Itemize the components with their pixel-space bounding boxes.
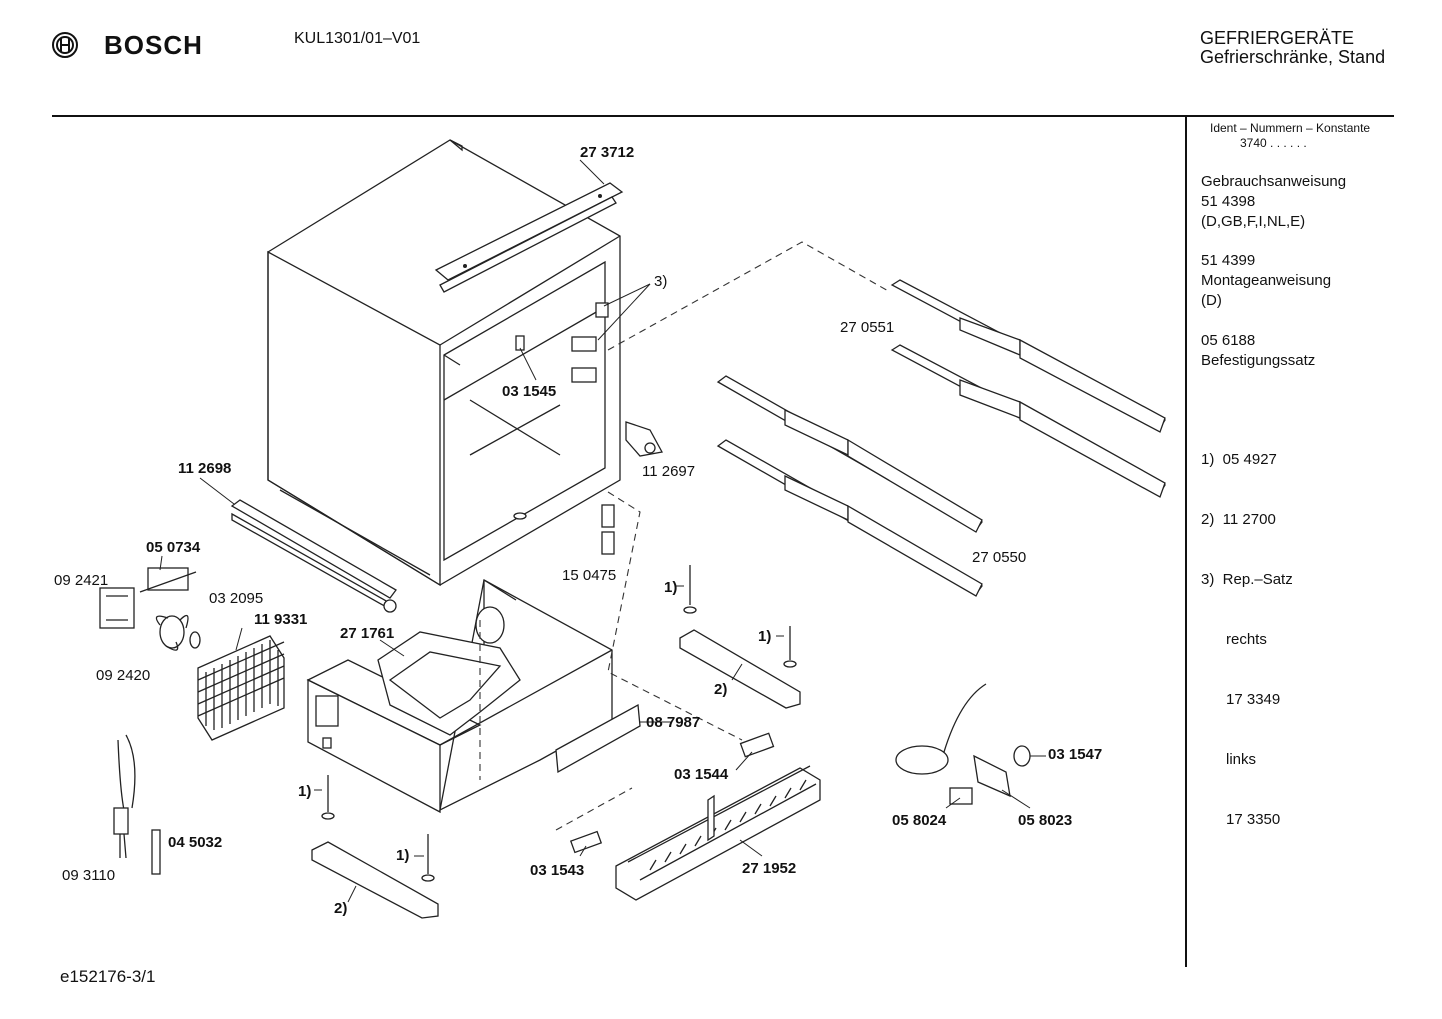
part-label: 08 7987 <box>646 714 700 731</box>
sidebar-block-assembly: 51 4399 Montageanweisung (D) <box>1201 251 1331 311</box>
category-title: GEFRIERGERÄTE Gefrierschränke, Stand <box>1200 29 1385 67</box>
part-label: 1) <box>396 847 409 864</box>
part-label: 27 3712 <box>580 144 634 161</box>
part-label: 09 2421 <box>54 572 108 589</box>
model-number: KUL1301/01–V01 <box>294 30 421 47</box>
header-divider <box>52 115 1394 117</box>
retaining-clips <box>569 732 775 854</box>
drawer-frame <box>306 579 613 814</box>
part-label: 05 0734 <box>146 539 201 556</box>
ident-label: Ident – Nummern – Konstante <box>1210 121 1371 135</box>
sidebar-line: 17 3350 <box>1201 811 1281 828</box>
document-id: e152176-3/1 <box>60 967 156 986</box>
label-leader-lines <box>159 159 1046 903</box>
cabinet-body <box>267 139 621 587</box>
temperature-sensor <box>113 734 161 875</box>
bottom-rail-left <box>230 499 397 613</box>
sidebar-block-fixing: 05 6188 Befestigungssatz <box>1201 331 1315 371</box>
lamp-holder <box>601 504 615 555</box>
part-labels: 27 3712 3) 27 0551 03 1545 11 2698 11 26… <box>54 144 1102 917</box>
sidebar-line: 2) 11 2700 <box>1201 511 1276 528</box>
fan-assembly <box>155 614 201 651</box>
slide-rails-upper <box>890 279 1166 498</box>
ventilation-grille <box>615 765 821 901</box>
assembly-connection-lines <box>479 241 891 831</box>
sidebar-line: 17 3349 <box>1201 691 1281 708</box>
adjustable-feet <box>321 565 797 882</box>
category-line-1: GEFRIERGERÄTE <box>1200 28 1355 48</box>
sidebar-line: Montageanweisung <box>1201 272 1332 289</box>
part-label: 03 2095 <box>209 590 263 607</box>
part-label: 27 1761 <box>340 625 394 642</box>
sidebar-line: Gebrauchsanweisung <box>1201 173 1347 190</box>
part-label: 1) <box>298 783 311 800</box>
sidebar-line: (D,GB,F,I,NL,E) <box>1201 213 1306 230</box>
part-label: 27 1952 <box>742 860 796 877</box>
sidebar-line: Befestigungssatz <box>1201 352 1316 369</box>
sidebar-line: 51 4398 <box>1201 193 1256 210</box>
part-label: 09 3110 <box>62 867 115 884</box>
top-mounting-rail <box>434 182 624 293</box>
slide-rails-lower <box>716 375 983 597</box>
sidebar-line: 3) Rep.–Satz <box>1201 571 1293 588</box>
ident-value: 3740 . . . . . . <box>1240 136 1307 150</box>
evaporator-coil <box>197 635 285 741</box>
sidebar-line: 05 6188 <box>1201 332 1256 349</box>
bosch-logo-icon <box>50 30 80 60</box>
front-panel <box>555 703 641 774</box>
part-label: 3) <box>654 273 667 290</box>
part-label: 03 1543 <box>530 862 584 879</box>
part-label: 03 1547 <box>1048 746 1102 763</box>
drawer-basket <box>377 631 521 736</box>
part-label: 2) <box>334 900 347 917</box>
part-label: 1) <box>758 628 771 645</box>
part-label: 05 8024 <box>892 812 947 829</box>
part-label: 04 5032 <box>168 834 222 851</box>
part-label: 03 1544 <box>674 766 729 783</box>
part-label: 27 0551 <box>840 319 894 336</box>
sidebar-divider <box>1185 117 1187 967</box>
foot-base-plates <box>311 629 801 919</box>
light-switch-assembly <box>895 683 1031 805</box>
sidebar-line: 1) 05 4927 <box>1201 451 1277 468</box>
part-label: 15 0475 <box>562 567 616 584</box>
part-label: 05 8023 <box>1018 812 1072 829</box>
sidebar-line: (D) <box>1201 292 1222 309</box>
thermostat-assembly <box>99 567 197 629</box>
part-label: 11 2698 <box>178 460 231 477</box>
part-label: 2) <box>714 681 727 698</box>
part-label: 1) <box>664 579 677 596</box>
brand-name: BOSCH <box>104 30 203 60</box>
sidebar-line: rechts <box>1201 631 1267 648</box>
part-label: 27 0550 <box>972 549 1026 566</box>
part-label: 11 9331 <box>254 611 307 628</box>
part-label: 09 2420 <box>96 667 150 684</box>
sidebar-line: links <box>1201 751 1257 768</box>
part-label: 03 1545 <box>502 383 556 400</box>
sidebar-line: 51 4399 <box>1201 252 1256 269</box>
hinge-bracket-right <box>625 421 664 457</box>
sidebar-block-footnotes: 1) 05 4927 2) 11 2700 3) Rep.–Satz recht… <box>1201 410 1293 850</box>
part-label: 11 2697 <box>642 463 695 480</box>
sidebar-block-manual: Gebrauchsanweisung 51 4398 (D,GB,F,I,NL,… <box>1201 172 1346 232</box>
hinge-brackets <box>571 302 609 383</box>
category-line-2: Gefrierschränke, Stand <box>1200 47 1386 67</box>
